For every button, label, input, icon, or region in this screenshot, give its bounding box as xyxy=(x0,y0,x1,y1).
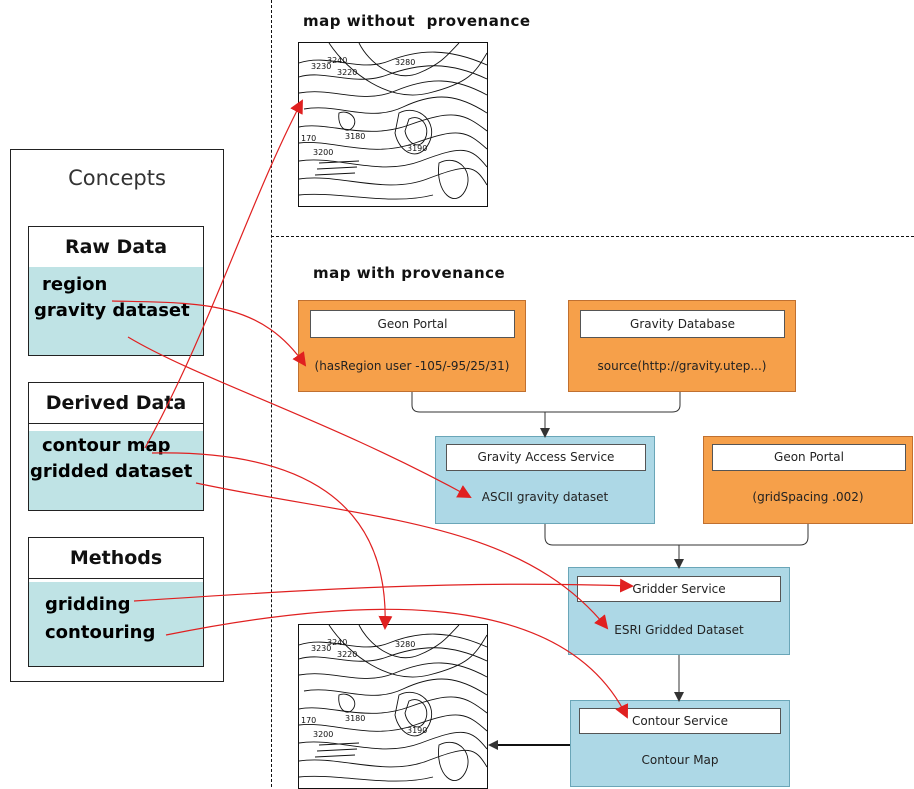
node-label: Contour Service xyxy=(579,708,781,734)
flow-connector-merge-1 xyxy=(411,392,681,413)
methods-header: Methods xyxy=(29,538,203,579)
horizontal-divider xyxy=(271,236,914,237)
node-label: Gridder Service xyxy=(577,576,781,602)
raw-data-body: region gravity dataset xyxy=(29,267,203,355)
vertical-divider xyxy=(271,0,272,787)
map-label-3240: 3240 xyxy=(327,56,347,65)
node-gravity-access-service: Gravity Access Service ASCII gravity dat… xyxy=(435,436,655,524)
contour-map-with-provenance: 3240 3230 3220 3280 170 3180 3200 3190 xyxy=(298,624,488,789)
map-label-3190: 3190 xyxy=(407,726,427,735)
node-value: Contour Map xyxy=(641,753,719,767)
node-label: Gravity Access Service xyxy=(446,444,646,471)
map-label-3230: 3230 xyxy=(311,62,331,71)
map-label-3220: 3220 xyxy=(337,650,357,659)
node-label: Geon Portal xyxy=(310,310,515,338)
node-value: source(http://gravity.utep...) xyxy=(597,359,767,373)
derived-data-header: Derived Data xyxy=(29,383,203,424)
node-value: ESRI Gridded Dataset xyxy=(614,623,744,637)
map-label-3280: 3280 xyxy=(395,58,415,67)
map-label-170: 170 xyxy=(301,134,316,143)
concept-gridded-dataset: gridded dataset xyxy=(30,461,193,482)
map-label-3190: 3190 xyxy=(407,144,427,153)
node-label: Geon Portal xyxy=(712,444,906,471)
methods-group: Methods gridding contouring xyxy=(28,537,204,667)
node-value: ASCII gravity dataset xyxy=(481,490,609,504)
contour-map-without-provenance: 3240 3230 3220 3280 170 3180 3200 3190 xyxy=(298,42,488,207)
concept-gravity-dataset: gravity dataset xyxy=(34,300,190,321)
concept-contouring: contouring xyxy=(45,622,156,643)
map-with-provenance-title: map with provenance xyxy=(313,264,506,282)
node-geon-portal-gridspacing: Geon Portal (gridSpacing .002) xyxy=(703,436,913,524)
node-gravity-database: Gravity Database source(http://gravity.u… xyxy=(568,300,796,392)
map-label-3180: 3180 xyxy=(345,132,365,141)
map-label-170: 170 xyxy=(301,716,316,725)
derived-data-group: Derived Data contour map gridded dataset xyxy=(28,382,204,511)
node-value: (gridSpacing .002) xyxy=(752,490,864,504)
node-gridder-service: Gridder Service ESRI Gridded Dataset xyxy=(568,567,790,655)
map-label-3180: 3180 xyxy=(345,714,365,723)
raw-data-header: Raw Data xyxy=(29,227,203,268)
methods-body: gridding contouring xyxy=(29,582,203,666)
concepts-title: Concepts xyxy=(68,166,166,190)
contour-map-graphic: 3240 3230 3220 3280 170 3180 3200 3190 xyxy=(299,43,487,200)
raw-data-group: Raw Data region gravity dataset xyxy=(28,226,204,356)
node-value: (hasRegion user -105/-95/25/31) xyxy=(314,359,510,373)
concept-contour-map: contour map xyxy=(42,435,171,456)
node-contour-service: Contour Service Contour Map xyxy=(570,700,790,787)
node-label: Gravity Database xyxy=(580,310,785,338)
contour-map-graphic: 3240 3230 3220 3280 170 3180 3200 3190 xyxy=(299,625,487,782)
map-label-3200: 3200 xyxy=(313,730,333,739)
map-label-3200: 3200 xyxy=(313,148,333,157)
map-without-provenance-title: map without provenance xyxy=(303,12,531,30)
concept-gridding: gridding xyxy=(45,594,131,615)
flow-connector-merge-2 xyxy=(544,524,809,546)
map-label-3220: 3220 xyxy=(337,68,357,77)
concept-region: region xyxy=(42,274,108,295)
map-label-3280: 3280 xyxy=(395,640,415,649)
node-geon-portal-region: Geon Portal (hasRegion user -105/-95/25/… xyxy=(298,300,526,392)
map-label-3230: 3230 xyxy=(311,644,331,653)
derived-data-body: contour map gridded dataset xyxy=(29,431,203,510)
